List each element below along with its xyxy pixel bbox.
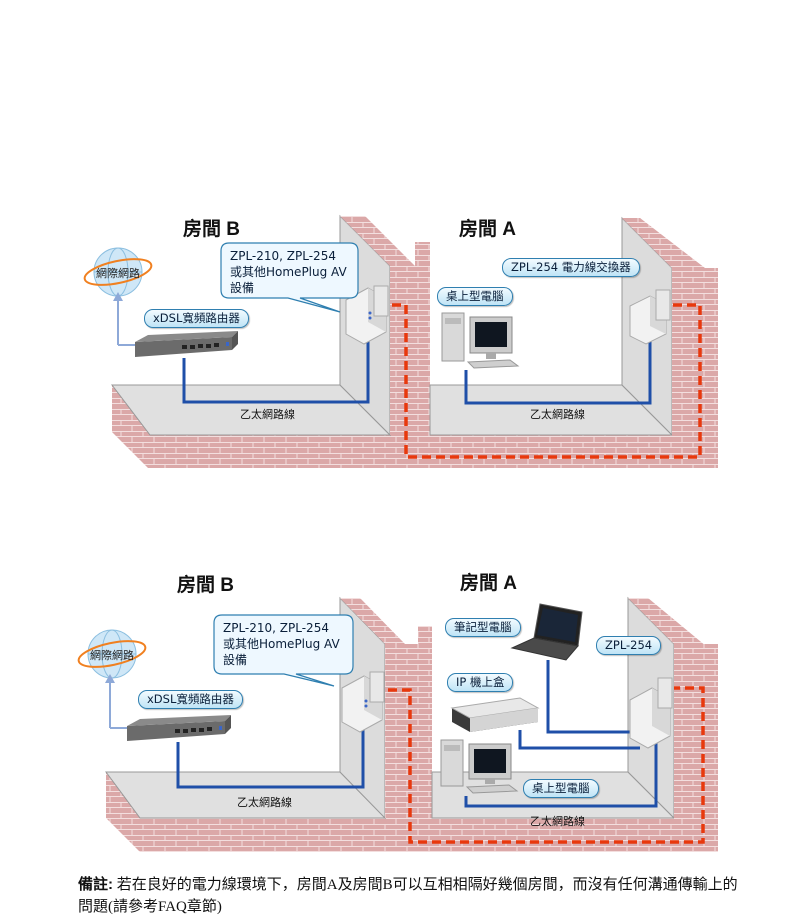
room-b-title: 房間 B xyxy=(177,575,235,596)
powerline-adapter-b-icon xyxy=(341,671,385,733)
diagram-1-graphic xyxy=(83,214,718,468)
desktop-label: 桌上型電腦 xyxy=(437,287,513,306)
ethernet-label-b: 乙太網路線 xyxy=(240,408,295,421)
ethernet-cable-a xyxy=(464,338,652,405)
desktop-label: 桌上型電腦 xyxy=(523,779,599,798)
network-diagram-1: 房間 B 房間 A 網際網路 ZPL-210, ZPL-254 或其他HomeP… xyxy=(0,200,800,510)
adapter-bubble-line1: ZPL-210, ZPL-254 xyxy=(230,249,336,263)
powerline-adapter-b-icon xyxy=(345,285,389,345)
ethernet-label-a: 乙太網路線 xyxy=(530,815,585,828)
desktop-computer-icon xyxy=(440,739,519,794)
ethernet-cable-laptop xyxy=(546,660,636,734)
internet-label: 網際網路 xyxy=(90,649,134,662)
router-label: xDSL寬頻路由器 xyxy=(144,309,249,328)
ethernet-cable-b xyxy=(176,720,365,789)
footnote-label: 備註: xyxy=(78,876,113,893)
speech-bubble-b xyxy=(213,614,354,687)
powerline-adapter-a-icon xyxy=(629,289,671,345)
router-label: xDSL寬頻路由器 xyxy=(138,690,243,709)
room-b-title: 房間 B xyxy=(183,219,241,240)
ethernet-cable-ipbox xyxy=(518,730,640,750)
footnote: 備註: 若在良好的電力線環境下，房間A及房間B可以互相相隔好幾個房間，而沒有任何… xyxy=(78,874,738,918)
adapter-bubble-text: ZPL-210, ZPL-254 或其他HomePlug AV 設備 xyxy=(230,248,347,296)
ethernet-cable-desktop xyxy=(464,738,658,808)
ip-set-top-box-icon xyxy=(450,697,540,732)
router-icon xyxy=(135,331,238,357)
power-line xyxy=(388,686,705,844)
network-diagram-2: 房間 B 房間 A 網際網路 ZPL-210, ZPL-254 或其他HomeP… xyxy=(0,560,800,870)
power-line xyxy=(392,303,702,459)
router-icon xyxy=(127,715,231,741)
ethernet-label-a: 乙太網路線 xyxy=(530,408,585,421)
laptop-icon xyxy=(510,603,583,661)
ethernet-cable-b xyxy=(182,332,370,404)
adapter-bubble-line3: 設備 xyxy=(230,281,255,295)
adapter-bubble-line2: 或其他HomePlug AV xyxy=(223,637,340,651)
ethernet-label-b: 乙太網路線 xyxy=(237,796,292,809)
internet-label: 網際網路 xyxy=(96,267,140,280)
room-a-title: 房間 A xyxy=(460,573,518,594)
diagram-2-graphic xyxy=(77,596,718,852)
zpl-label: ZPL-254 xyxy=(596,636,662,655)
room-a-title: 房間 A xyxy=(459,219,517,240)
adapter-bubble-line1: ZPL-210, ZPL-254 xyxy=(223,621,329,635)
powerline-switch-a-icon xyxy=(629,677,673,749)
ipbox-label: IP 機上盒 xyxy=(447,673,514,692)
internet-globe-icon xyxy=(83,247,153,297)
desktop-computer-icon xyxy=(441,312,520,369)
adapter-bubble-line2: 或其他HomePlug AV xyxy=(230,265,347,279)
adapter-bubble-text: ZPL-210, ZPL-254 或其他HomePlug AV 設備 xyxy=(223,620,340,668)
speech-bubble-b xyxy=(220,242,359,313)
footnote-text: 若在良好的電力線環境下，房間A及房間B可以互相相隔好幾個房間，而沒有任何溝通傳輸… xyxy=(78,877,738,915)
powerline-label: ZPL-254 電力線交換器 xyxy=(502,258,640,277)
adapter-bubble-line3: 設備 xyxy=(223,653,248,667)
laptop-label: 筆記型電腦 xyxy=(445,618,521,637)
